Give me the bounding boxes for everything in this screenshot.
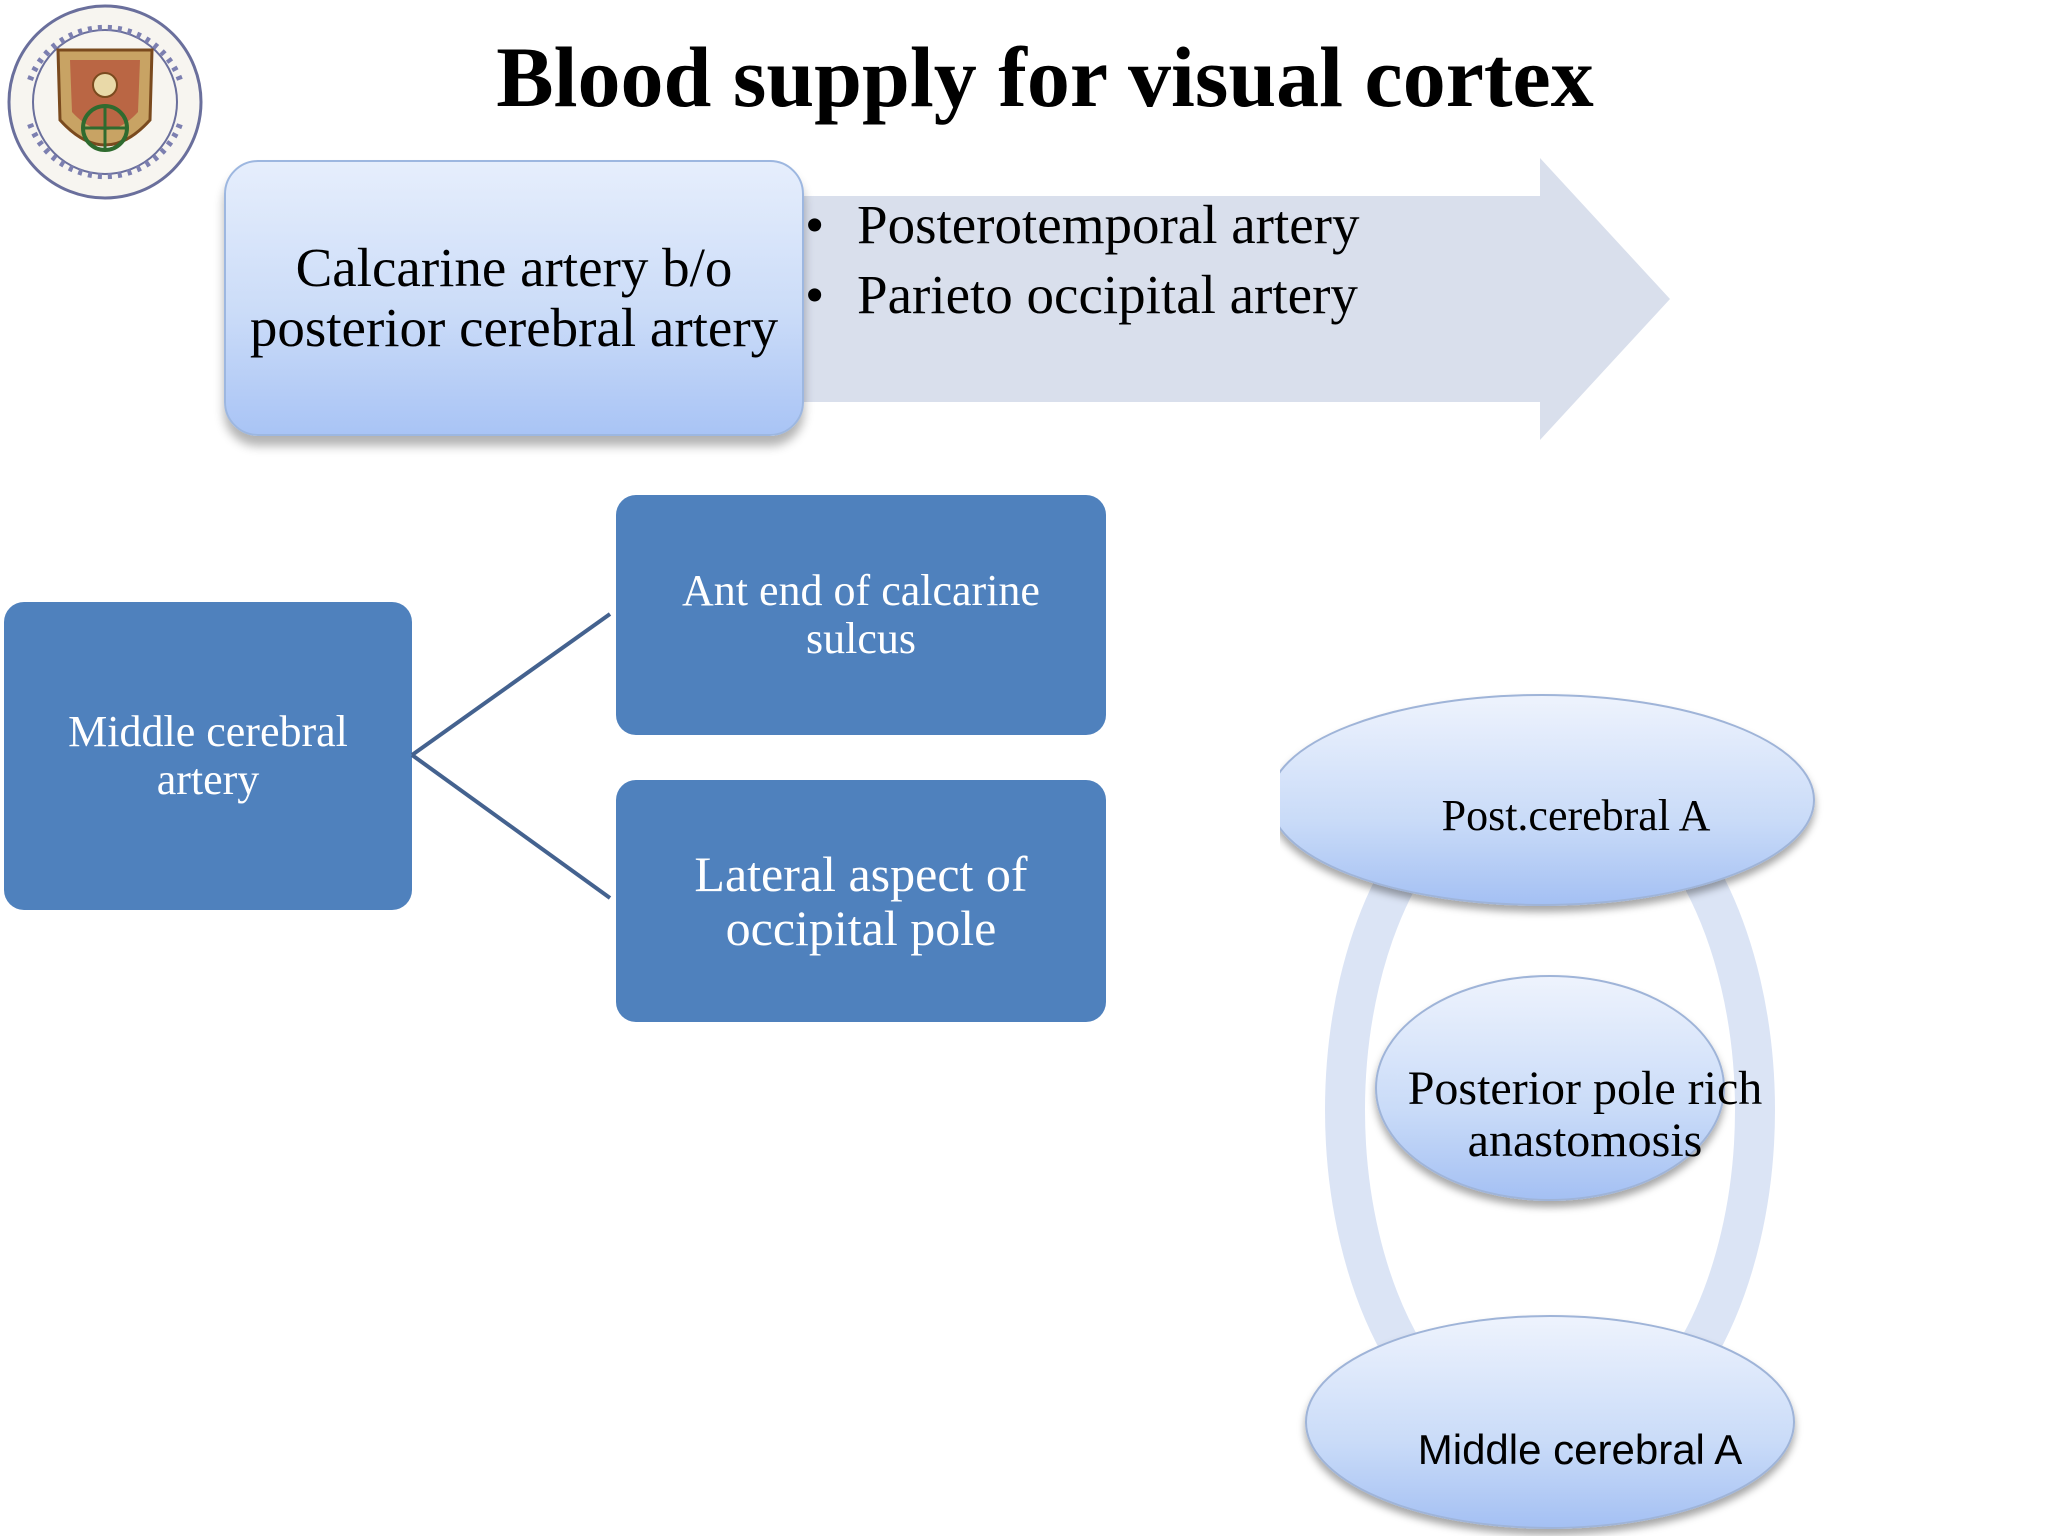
middle-cerebral-label: Middle cerebral A	[1417, 1426, 1743, 1473]
bullet-dot-icon: •	[805, 194, 825, 255]
connector-line-lower	[410, 753, 612, 900]
post-cerebral-ellipse	[1280, 694, 1815, 906]
bullet-text: Parieto occipital artery	[857, 264, 1358, 325]
middle-cerebral-ellipse	[1305, 1315, 1795, 1529]
bullet-item: • Posterotemporal artery	[805, 190, 1525, 260]
bullet-dot-icon: •	[805, 264, 825, 325]
institute-seal-icon	[7, 4, 203, 200]
lateral-occipital-pole-box: Lateral aspect of occipital pole	[616, 780, 1106, 1022]
posterior-pole-label: Posterior pole rich anastomosis	[1407, 1062, 1763, 1167]
bullet-item: • Parieto occipital artery	[805, 260, 1525, 330]
slide-title: Blood supply for visual cortex	[496, 29, 1594, 125]
middle-cerebral-artery-box: Middle cerebral artery	[4, 602, 412, 910]
anastomosis-diagram	[1280, 694, 1815, 1529]
tree-connectors	[410, 612, 612, 900]
connector-line-upper	[410, 612, 612, 757]
ant-end-calcarine-box: Ant end of calcarine sulcus	[616, 495, 1106, 735]
post-cerebral-label: Post.cerebral A	[1441, 790, 1711, 840]
posterior-pole-ellipse	[1375, 975, 1725, 1201]
calcarine-artery-box: Calcarine artery b/o posterior cerebral …	[224, 160, 804, 436]
bullet-text: Posterotemporal artery	[857, 194, 1360, 255]
flow-arrow	[780, 158, 1670, 440]
branch-bullet-list: • Posterotemporal artery • Parieto occipit…	[805, 190, 1525, 330]
